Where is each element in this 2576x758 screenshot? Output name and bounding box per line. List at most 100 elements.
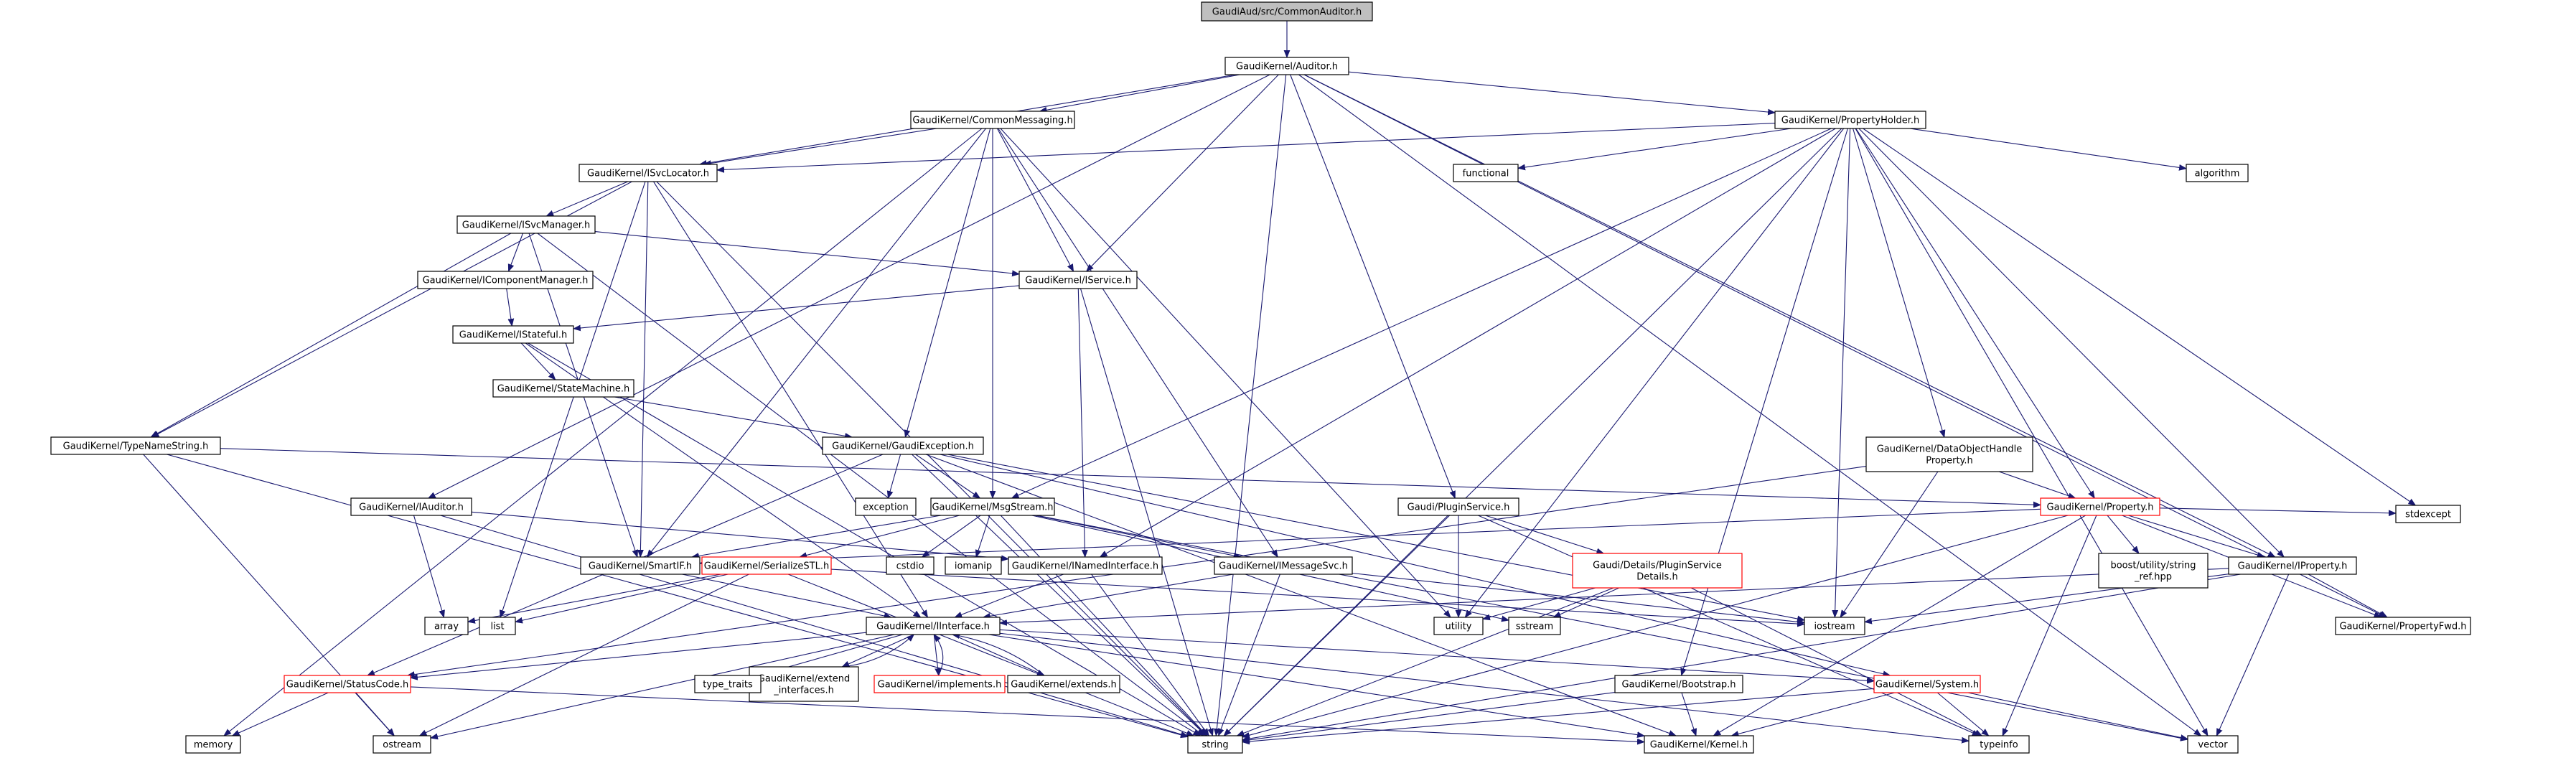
edge-msgstream-to-serializestl: [800, 515, 960, 557]
node-iservice[interactable]: GaudiKernel/IService.h: [1018, 271, 1138, 289]
edge-statuscode-to-kernel: [410, 686, 1644, 742]
node-typeinfo-label: typeinfo: [1980, 740, 2018, 751]
edge-iinterface-to-kernel: [988, 634, 1644, 736]
node-icompmgr[interactable]: GaudiKernel/IComponentManager.h: [417, 271, 594, 289]
node-root[interactable]: GaudiAud/src/CommonAuditor.h: [1201, 1, 1373, 22]
edge-property-to-smartif: [700, 508, 2041, 563]
node-pluginsvcdetails-label: Gaudi/Details/PluginService: [1593, 561, 1722, 571]
node-propertyfwd-box: [2335, 617, 2471, 635]
node-smartif-label: GaudiKernel/SmartIF.h: [589, 561, 692, 572]
node-iomanip-label: iomanip: [955, 561, 992, 572]
edge-iproperty-to-vector: [2216, 574, 2290, 736]
node-propertyfwd[interactable]: GaudiKernel/PropertyFwd.h: [2335, 617, 2471, 635]
node-exception-label: exception: [863, 502, 909, 513]
node-imessagesvc[interactable]: GaudiKernel/IMessageSvc.h: [1214, 556, 1353, 575]
edge-gaudiexception-to-string: [912, 454, 1207, 736]
node-ostream-box: [373, 735, 431, 754]
node-dataobjhandle-label: GaudiKernel/DataObjectHandle: [1877, 444, 2023, 455]
node-propholder[interactable]: GaudiKernel/PropertyHolder.h: [1774, 111, 1926, 129]
edge-bootstrap-to-kernel: [1681, 692, 1696, 736]
node-implements[interactable]: GaudiKernel/implements.h: [874, 675, 1006, 693]
edge-property-to-stdexcept: [2159, 507, 2396, 513]
edge-iinterface-to-extends: [952, 634, 1044, 676]
edge-propholder-to-utility: [1465, 128, 1845, 617]
node-vector-box: [2187, 735, 2239, 754]
edge-typenamestring-to-ostream: [143, 454, 395, 736]
node-property-label: GaudiKernel/Property.h: [2047, 502, 2154, 513]
node-iomanip: iomanip: [945, 556, 1002, 575]
node-typetraits-label: type_traits: [703, 680, 753, 691]
node-serializestl[interactable]: GaudiKernel/SerializeSTL.h: [701, 556, 832, 575]
node-commonmsg-box: [910, 111, 1075, 129]
edge-auditor-to-iauditor: [428, 74, 1270, 499]
edge-commonmsg-to-utility: [1000, 128, 1451, 617]
node-statuscode[interactable]: GaudiKernel/StatusCode.h: [284, 675, 411, 693]
edge-istateful-to-statemachine: [520, 342, 556, 380]
node-smartif-box: [580, 556, 701, 575]
node-system[interactable]: GaudiKernel/System.h: [1873, 675, 1981, 693]
edge-iproperty-to-iinterface: [1000, 568, 2229, 623]
node-kernel[interactable]: GaudiKernel/Kernel.h: [1644, 735, 1754, 754]
node-msgstream[interactable]: GaudiKernel/MsgStream.h: [930, 497, 1055, 516]
edge-propholder-to-property: [1855, 128, 2095, 498]
edge-property-to-iproperty: [2128, 515, 2264, 557]
node-bootstrap-label: GaudiKernel/Bootstrap.h: [1621, 680, 1736, 691]
node-inamedif[interactable]: GaudiKernel/INamedInterface.h: [1008, 556, 1163, 575]
edge-msgstream-to-vector: [1036, 515, 2188, 739]
node-system-box: [1873, 675, 1981, 693]
edge-typenamestring-to-string: [167, 454, 1188, 737]
node-string: string: [1187, 735, 1243, 754]
node-smartif[interactable]: GaudiKernel/SmartIF.h: [580, 556, 701, 575]
node-typenamestring[interactable]: GaudiKernel/TypeNameString.h: [50, 436, 221, 455]
node-iproperty[interactable]: GaudiKernel/IProperty.h: [2228, 556, 2357, 575]
edge-iproperty-to-propertyfwd: [2308, 574, 2387, 617]
node-property[interactable]: GaudiKernel/Property.h: [2040, 497, 2160, 516]
edge-propholder-to-dataobjhandle: [1853, 128, 1944, 437]
node-stdexcept-label: stdexcept: [2405, 510, 2451, 520]
node-auditor-box: [1224, 57, 1349, 75]
node-commonmsg-label: GaudiKernel/CommonMessaging.h: [912, 116, 1072, 126]
node-typenamestring-label: GaudiKernel/TypeNameString.h: [63, 441, 209, 452]
edge-auditor-to-propholder: [1348, 71, 1775, 113]
node-gaudiexception[interactable]: GaudiKernel/GaudiException.h: [822, 436, 984, 455]
node-iinterface[interactable]: GaudiKernel/IInterface.h: [866, 617, 1001, 635]
edge-propholder-to-functional: [1518, 128, 1792, 168]
edge-dataobjhandle-to-property: [1998, 471, 2076, 498]
edge-extendif-to-iinterface: [842, 635, 914, 668]
dependency-edges: [143, 20, 2416, 742]
edge-iproperty-to-string: [1242, 574, 2241, 740]
node-extends[interactable]: GaudiKernel/extends.h: [1007, 675, 1120, 693]
node-statemachine[interactable]: GaudiKernel/StateMachine.h: [492, 379, 634, 398]
edge-property-to-string: [1242, 515, 2069, 737]
node-statemachine-box: [492, 379, 634, 398]
edge-bootstrap-to-string: [1242, 692, 1616, 741]
node-isvclocator[interactable]: GaudiKernel/ISvcLocator.h: [579, 164, 718, 182]
node-pluginservice[interactable]: Gaudi/PluginService.h: [1397, 497, 1519, 516]
edge-serializestl-to-array: [468, 574, 721, 622]
node-istateful[interactable]: GaudiKernel/IStateful.h: [452, 325, 574, 344]
graph-nodes: GaudiAud/src/CommonAuditor.hGaudiKernel/…: [50, 1, 2471, 754]
node-auditor-label: GaudiKernel/Auditor.h: [1236, 62, 1338, 72]
node-functional-label: functional: [1463, 169, 1509, 179]
node-isvcmanager[interactable]: GaudiKernel/ISvcManager.h: [456, 215, 596, 234]
edge-propholder-to-inamedif: [1100, 128, 1836, 557]
node-commonmsg[interactable]: GaudiKernel/CommonMessaging.h: [910, 111, 1075, 129]
node-extendif-box: [749, 666, 859, 702]
node-list: list: [479, 617, 516, 635]
edge-inamedif-to-iinterface: [955, 574, 1064, 618]
node-iauditor[interactable]: GaudiKernel/IAuditor.h: [350, 497, 472, 516]
node-isvcmanager-box: [456, 215, 596, 234]
node-extendif[interactable]: GaudiKernel/extend_interfaces.h: [749, 666, 859, 702]
node-typenamestring-box: [50, 436, 221, 455]
node-iproperty-label: GaudiKernel/IProperty.h: [2238, 561, 2348, 572]
edge-serializestl-to-list: [515, 574, 729, 622]
node-bootstrap[interactable]: GaudiKernel/Bootstrap.h: [1614, 675, 1743, 693]
node-inamedif-label: GaudiKernel/INamedInterface.h: [1012, 561, 1158, 572]
node-auditor[interactable]: GaudiKernel/Auditor.h: [1224, 57, 1349, 75]
node-utility-label: utility: [1446, 622, 1472, 632]
edge-isvclocator-to-string: [656, 181, 1207, 736]
edge-isvcmanager-to-string: [537, 233, 1204, 736]
edge-isvcmanager-to-icompmgr: [509, 233, 524, 271]
